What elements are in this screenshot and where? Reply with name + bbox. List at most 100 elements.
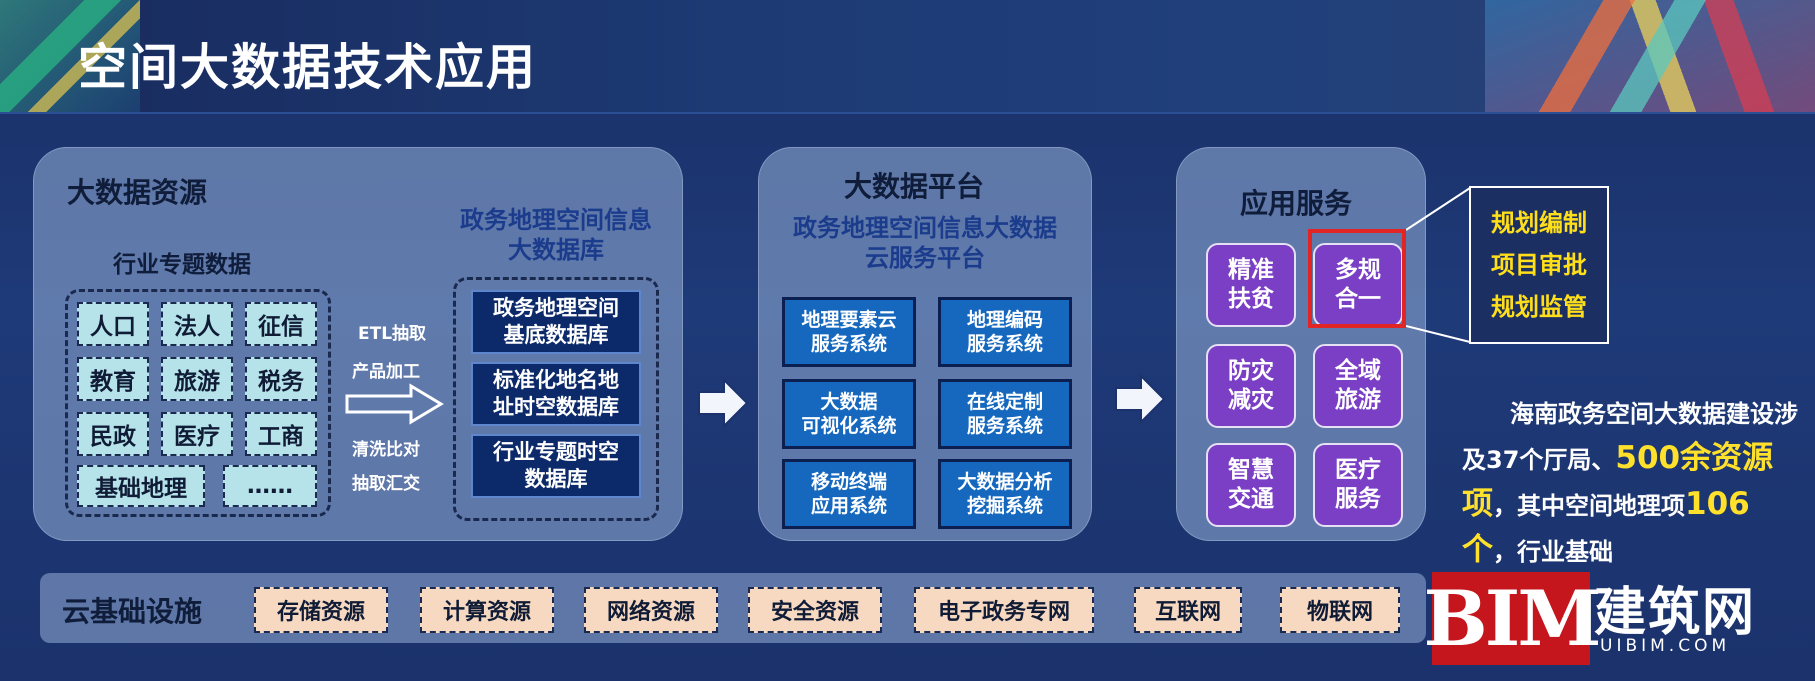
- service-line: 旅游: [1335, 387, 1381, 413]
- service-smart-transport: 智慧交通: [1206, 443, 1296, 527]
- description-highlight-1: 500余资源项: [1462, 440, 1774, 522]
- platform-title: 大数据平台: [844, 170, 985, 203]
- etl-arrow-icon: [345, 383, 444, 425]
- description-text: 海南政务空间大数据建设涉及37个厅局、500余资源项，其中空间地理项106个，行…: [1462, 392, 1802, 574]
- system-line: 大数据: [820, 391, 878, 413]
- system-line: 大数据分析: [957, 471, 1053, 493]
- cloud-item-internet: 互联网: [1134, 587, 1242, 633]
- db-line: 基底数据库: [503, 323, 609, 347]
- description-part-3: ，行业基础: [1493, 538, 1613, 566]
- callout-item-approval: 项目审批: [1491, 251, 1587, 279]
- system-line: 可视化系统: [801, 415, 897, 437]
- service-disaster-prevention: 防灾减灾: [1206, 344, 1296, 428]
- watermark-logo: BIM: [1423, 572, 1601, 665]
- db-line: 标准化地名地: [493, 368, 619, 392]
- service-line: 多规: [1335, 257, 1381, 283]
- chip-population: 人口: [77, 302, 149, 346]
- resources-title: 大数据资源: [67, 176, 208, 209]
- etl-step-aggregate: 抽取汇交: [352, 474, 420, 494]
- database-geospatial-base: 政务地理空间基底数据库: [471, 290, 641, 354]
- system-line: 服务系统: [966, 333, 1043, 355]
- chip-medical: 医疗: [161, 412, 233, 456]
- system-line: 挖掘系统: [966, 495, 1043, 517]
- chip-commerce: 工商: [245, 412, 317, 456]
- system-mobile-terminal: 移动终端应用系统: [782, 459, 916, 529]
- cloud-item-compute: 计算资源: [420, 587, 554, 633]
- service-line: 减灾: [1228, 387, 1274, 413]
- header-banner: 空间大数据技术应用: [0, 0, 1815, 114]
- services-title: 应用服务: [1240, 187, 1353, 220]
- service-line: 精准: [1228, 257, 1274, 283]
- cloud-infrastructure-title: 云基础设施: [62, 595, 203, 628]
- platform-subtitle: 政务地理空间信息大数据 云服务平台: [768, 213, 1082, 273]
- platform-subtitle-line-1: 政务地理空间信息大数据: [793, 214, 1057, 242]
- service-medical: 医疗服务: [1313, 443, 1403, 527]
- chip-civil-affairs: 民政: [77, 412, 149, 456]
- watermark-url: UIBIM.COM: [1600, 636, 1731, 656]
- database-place-address: 标准化地名地址时空数据库: [471, 362, 641, 426]
- service-poverty-alleviation: 精准扶贫: [1206, 243, 1296, 327]
- chip-tax: 税务: [245, 357, 317, 401]
- chip-tourism: 旅游: [161, 357, 233, 401]
- cloud-item-security: 安全资源: [748, 587, 882, 633]
- flow-arrow-icon: [1115, 373, 1166, 425]
- page-title: 空间大数据技术应用: [78, 39, 538, 96]
- thematic-data-label: 行业专题数据: [113, 252, 251, 278]
- system-geocoding: 地理编码服务系统: [938, 297, 1072, 367]
- system-line: 移动终端: [810, 471, 887, 493]
- cloud-item-network: 网络资源: [584, 587, 718, 633]
- decorative-pattern-left: [0, 0, 140, 112]
- chip-credit: 征信: [245, 302, 317, 346]
- system-line: 在线定制: [966, 391, 1043, 413]
- system-line: 应用系统: [810, 495, 887, 517]
- chip-legal-person: 法人: [161, 302, 233, 346]
- system-data-mining: 大数据分析挖掘系统: [938, 459, 1072, 529]
- service-line: 合一: [1335, 286, 1381, 312]
- service-line: 全域: [1335, 358, 1381, 384]
- database-group-title-line-1: 政务地理空间信息: [460, 206, 652, 234]
- system-geo-feature-cloud: 地理要素云服务系统: [782, 297, 916, 367]
- database-group: [453, 277, 659, 521]
- service-line: 智慧: [1228, 457, 1274, 483]
- service-line: 医疗: [1335, 457, 1381, 483]
- etl-step-process: 产品加工: [352, 362, 420, 382]
- service-line: 扶贫: [1228, 286, 1274, 312]
- chip-more: ……: [223, 465, 317, 507]
- service-global-tourism: 全域旅游: [1313, 344, 1403, 428]
- thematic-data-group: [65, 289, 331, 517]
- system-online-custom: 在线定制服务系统: [938, 379, 1072, 449]
- cloud-infrastructure-bar: 云基础设施 存储资源 计算资源 网络资源 安全资源 电子政务专网 互联网 物联网: [40, 573, 1426, 643]
- database-group-title-line-2: 大数据库: [508, 236, 604, 264]
- cloud-item-iot: 物联网: [1280, 587, 1400, 633]
- flow-arrow-icon: [698, 377, 749, 429]
- etl-step-clean: 清洗比对: [352, 440, 420, 460]
- multi-plan-callout: 规划编制 项目审批 规划监管: [1469, 186, 1609, 344]
- description-highlight-2: 106个: [1462, 486, 1750, 568]
- system-line: 服务系统: [810, 333, 887, 355]
- platform-panel: 大数据平台 政务地理空间信息大数据 云服务平台 地理要素云服务系统 地理编码服务…: [758, 147, 1092, 541]
- description-part-2: ，其中空间地理项: [1493, 492, 1685, 520]
- service-multi-plan-integration: 多规合一: [1313, 243, 1403, 327]
- description-part-1: 海南政务空间大数据建设涉及37个厅局、: [1462, 400, 1798, 474]
- database-industry-thematic: 行业专题时空数据库: [471, 434, 641, 498]
- db-line: 址时空数据库: [493, 395, 619, 419]
- cloud-item-storage: 存储资源: [254, 587, 388, 633]
- resources-panel: 大数据资源 行业专题数据 人口 法人 征信 教育 旅游 税务 民政 医疗 工商 …: [33, 147, 683, 541]
- decorative-pattern-right: [1485, 0, 1815, 112]
- system-visualization: 大数据可视化系统: [782, 379, 916, 449]
- db-line: 行业专题时空: [493, 440, 619, 464]
- service-line: 防灾: [1228, 358, 1274, 384]
- database-group-title: 政务地理空间信息 大数据库: [445, 205, 667, 265]
- callout-lines: [1406, 187, 1471, 343]
- cloud-item-egov-network: 电子政务专网: [914, 587, 1094, 633]
- callout-item-planning: 规划编制: [1491, 209, 1587, 237]
- system-line: 地理要素云: [801, 309, 897, 331]
- callout-item-supervision: 规划监管: [1491, 293, 1587, 321]
- service-line: 交通: [1228, 486, 1274, 512]
- system-line: 地理编码: [966, 309, 1043, 331]
- chip-education: 教育: [77, 357, 149, 401]
- etl-step-extract: ETL抽取: [358, 324, 427, 344]
- highlight-frame: [1308, 229, 1406, 328]
- service-line: 服务: [1335, 486, 1381, 512]
- watermark-text: 建筑网: [1594, 582, 1757, 643]
